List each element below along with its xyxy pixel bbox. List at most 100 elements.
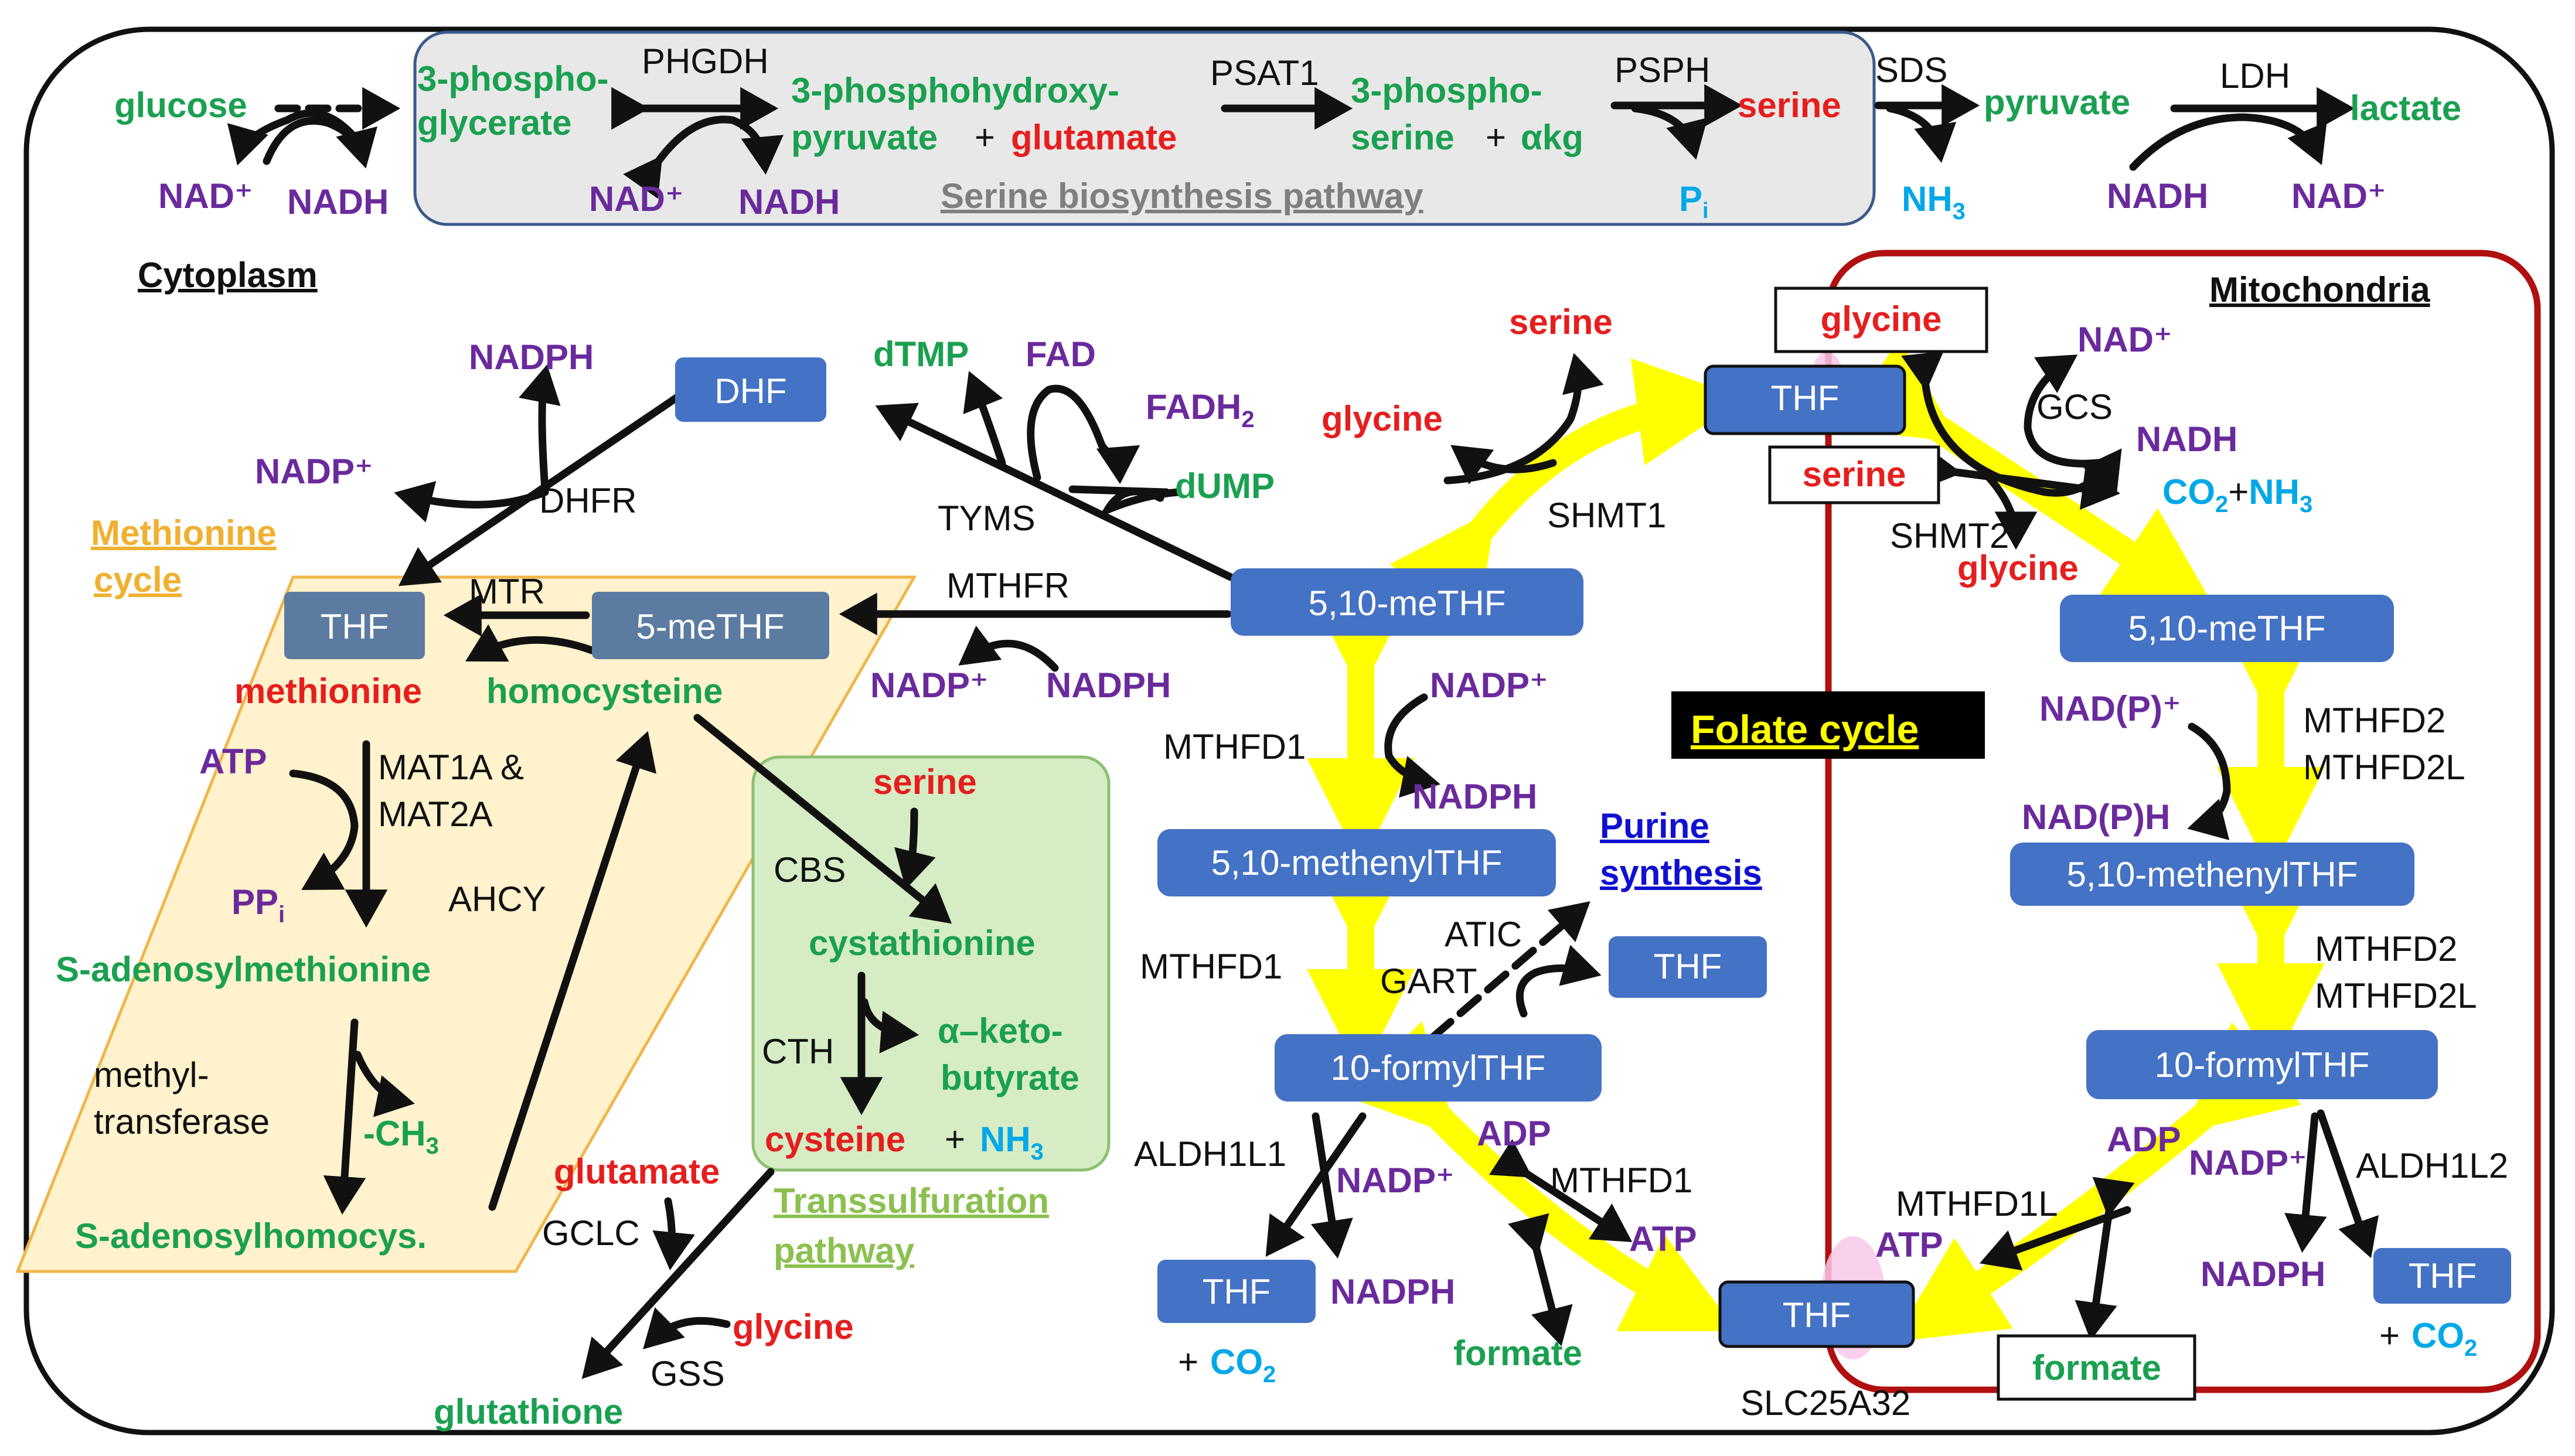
nadph-aldh1l1: NADPH (1330, 1272, 1455, 1311)
nadh-ldh: NADH (2107, 176, 2208, 216)
atp-mat: ATP (199, 742, 267, 781)
akb-line1: α–keto- (938, 1011, 1063, 1051)
fadh2: FADH2 (1146, 387, 1255, 432)
nadph-mthfd1: NADPH (1412, 777, 1537, 816)
fad: FAD (1026, 335, 1096, 374)
glycine-gss: glycine (733, 1307, 854, 1346)
5methf-label: 5-meTHF (636, 607, 784, 646)
dtmp: dTMP (873, 335, 969, 374)
aldh1l1-label: ALDH1L1 (1134, 1134, 1286, 1174)
cbs-serine-arc (894, 807, 936, 889)
cysteine-label: cysteine (765, 1120, 905, 1159)
black-arrows (227, 84, 2379, 1379)
nadph-dhfr: NADPH (469, 337, 594, 377)
nadh-phgdh: NADH (738, 182, 840, 221)
thf-carrier-label: THF (1783, 1295, 1851, 1335)
methionine-cycle-panel (15, 575, 917, 1273)
3ps-line2: serine (1351, 118, 1455, 157)
dhf-label: DHF (714, 371, 786, 411)
mat-label-2: MAT2A (378, 795, 493, 834)
glycine-label-box (1774, 287, 1988, 353)
compartment-labels: Cytoplasm Mitochondria Methionine cycle … (91, 255, 2430, 1270)
psph-label: PSPH (1615, 50, 1710, 90)
mthfd1-atp-arrow (1489, 1139, 1633, 1242)
methyltransferase-ch3-arc (353, 1051, 415, 1117)
tyms-dtmp-arc (963, 371, 1006, 467)
sam-label: S-adenosylmethionine (56, 950, 431, 989)
box-methenyl-cyto (1157, 829, 1556, 896)
dhfr-nadp-arc (394, 481, 549, 523)
cth-akb-arc (860, 998, 919, 1053)
serine-top: serine (1738, 86, 1841, 125)
akg: αkg (1521, 118, 1583, 157)
sds-nh3-arc (1886, 104, 1957, 163)
box-methf-cyto (1231, 568, 1583, 636)
purine-label-1: Purine (1600, 806, 1709, 845)
thf-aldh1l1-label: THF (1203, 1272, 1271, 1311)
nadp-aldh1l2: NADP⁺ (2189, 1143, 2307, 1182)
thf-aldh1l2-label: THF (2409, 1256, 2477, 1295)
methenyl-mito-label: 5,10-methenylTHF (2067, 855, 2358, 894)
methyltransferase-label-1: methyl- (94, 1055, 209, 1094)
co2-aldh1l1: +CO2 (1178, 1342, 1276, 1387)
mthfd2-label-b: MTHFD2 (2315, 929, 2457, 969)
methionine-label: methionine (234, 671, 422, 711)
formyl-mito-label: 10-formylTHF (2155, 1045, 2370, 1085)
formate-cyto: formate (1453, 1334, 1582, 1373)
mthfd2l-label-a: MTHFD2L (2303, 748, 2465, 787)
tyms-fad-arc (1027, 384, 1140, 485)
mthfd1l-label: MTHFD1L (1896, 1184, 2058, 1223)
mthfd2l-label-b: MTHFD2L (2315, 976, 2477, 1015)
aldh1l2-arrow-1 (2317, 1109, 2379, 1259)
3pg-line2: glycerate (417, 103, 572, 142)
akb-line2: butyrate (941, 1058, 1079, 1097)
nadp-aldh1l1: NADP⁺ (1336, 1161, 1455, 1200)
methionine-cycle-text: THF MTR 5-meTHF methionine homocysteine … (56, 572, 785, 1256)
tyms-label: TYMS (938, 499, 1036, 538)
methf-cyto-label: 5,10-meTHF (1309, 584, 1506, 623)
nad-glucose: NAD⁺ (158, 176, 253, 216)
gcs-nad-arc (2024, 354, 2102, 468)
cbs-label: CBS (774, 850, 846, 889)
formyl-cyto-label: 10-formylTHF (1331, 1048, 1546, 1087)
serine-biosynthesis-text: glucose NAD⁺ NADH PHGDH 3-phospho- glyce… (114, 42, 2461, 224)
adp-mthfd1l: ADP (2107, 1120, 2181, 1159)
nad-gcs: NAD⁺ (2077, 320, 2172, 359)
gclc-label: GCLC (542, 1213, 640, 1253)
nadph-aldh1l2: NADPH (2201, 1254, 2325, 1294)
thf-mito-label: THF (1771, 379, 1840, 418)
atp-mthfd1l: ATP (1875, 1225, 1943, 1264)
gss-label: GSS (650, 1354, 725, 1393)
shmt1-label: SHMT1 (1547, 496, 1666, 535)
shmt1-glycine-arc (1450, 445, 1557, 485)
pyruvate: pyruvate (1984, 83, 2130, 122)
mthfd2-label-a: MTHFD2 (2303, 701, 2445, 740)
glycine-box-label: glycine (1821, 299, 1942, 339)
tyms-dump-line (1068, 485, 1170, 496)
thf-methionine-label: THF (321, 607, 389, 646)
3php-line2: pyruvate (791, 118, 938, 157)
nad-phgdh: NAD⁺ (589, 179, 684, 219)
formyl-carrier-arrow (1344, 1021, 1738, 1332)
dhfr-label: DHFR (539, 481, 637, 520)
nadp-mthfr: NADP⁺ (870, 666, 989, 705)
sah-label: S-adenosylhomocys. (75, 1216, 427, 1256)
gclc-arrow (581, 1168, 775, 1379)
formate-arrow (1508, 1213, 1573, 1346)
glycine-shmt2: glycine (1957, 548, 2079, 588)
box-thf-methionine (284, 592, 425, 659)
aldh1l2-arrow-2 (2284, 1112, 2327, 1253)
nadp-mthfd2: NAD(P)⁺ (2039, 689, 2181, 728)
gss-glycine-arc (643, 1307, 731, 1349)
serine-pathway-label: Serine biosynthesis pathway (941, 176, 1423, 216)
dump: dUMP (1175, 466, 1275, 506)
methyltransferase-arrow (323, 1018, 366, 1215)
gcs-arc (1901, 351, 2122, 497)
mitochondria-text: glycine THF serine NAD⁺ GCS NADH CO2+NH3… (1771, 299, 2508, 1387)
adp-mthfd1: ADP (1477, 1114, 1551, 1153)
shmt2-glycine-arc (1977, 465, 2038, 550)
sds-label: SDS (1875, 50, 1947, 90)
formate-mito: formate (2032, 1348, 2161, 1387)
gcs-label: GCS (2036, 387, 2113, 427)
